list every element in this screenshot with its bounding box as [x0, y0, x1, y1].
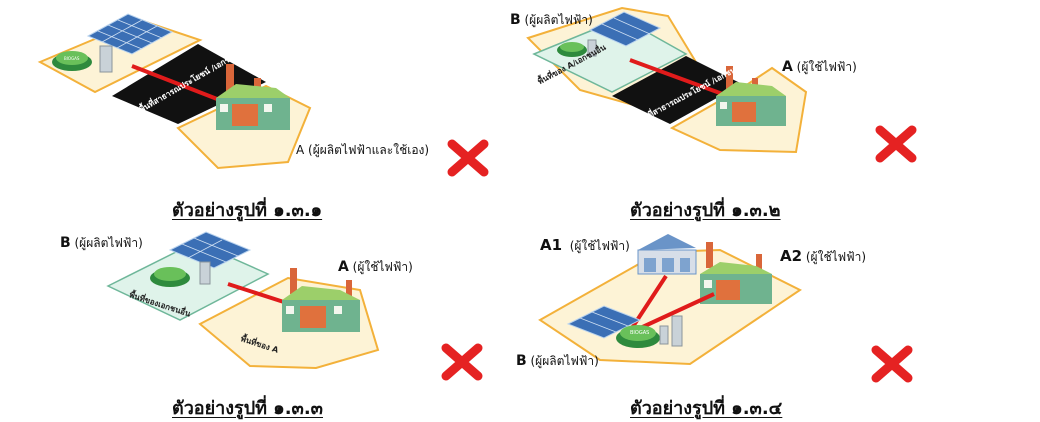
biogas-tank-label: BIOGAS: [64, 56, 80, 61]
cross-icon: [871, 345, 913, 383]
diagram-panel-4: BIOGAS A1 (ผู้ใช้ไฟฟ้า) A2 (ผู้ใช้ไฟฟ้า)…: [516, 220, 1040, 419]
diagram-3-illustration: [106, 231, 380, 370]
label-a1: A1 (ผู้ใช้ไฟฟ้า): [540, 236, 630, 254]
power-line-a2: [635, 292, 715, 332]
public-zone-black: [612, 56, 742, 124]
label-a: A (ผู้ผลิตไฟฟ้าและใช้เอง): [296, 143, 430, 157]
diagram-panel-1: BIOGAS พื้นที่สาธารณประโยชน์ /เอกชนอื่น …: [0, 0, 520, 221]
label-b: B (ผู้ผลิตไฟฟ้า): [60, 235, 143, 251]
factory-icon: [700, 242, 772, 304]
diagram-4-illustration: BIOGAS: [538, 234, 802, 366]
diagram-1-illustration: BIOGAS: [37, 13, 312, 170]
solar-panel-icon: [168, 231, 252, 269]
cross-icon: [875, 125, 917, 163]
label-a2: A2 (ผู้ใช้ไฟฟ้า): [780, 247, 867, 265]
biogas-tank-icon: [557, 39, 597, 57]
label-a: A (ผู้ใช้ไฟฟ้า): [782, 59, 857, 75]
diagram-panel-3: B (ผู้ผลิตไฟฟ้า) พื้นที่ของเอกชนอื่น พื้…: [0, 220, 520, 419]
cross-icon: [441, 343, 483, 381]
power-line: [131, 64, 231, 106]
caption-2: ตัวอย่างรูปที่ ๑.๓.๒: [630, 200, 781, 221]
power-line: [629, 58, 729, 98]
label-a: A (ผู้ใช้ไฟฟ้า): [338, 259, 413, 275]
cross-icon: [447, 139, 489, 177]
diagram-2-illustration: [526, 6, 808, 154]
biogas-tank-icon: BIOGAS: [52, 45, 113, 73]
biogas-tank-icon: BIOGAS: [616, 315, 683, 348]
power-line: [227, 282, 291, 306]
factory-icon: [716, 66, 786, 126]
factory-icon: [216, 64, 290, 130]
caption-3: ตัวอย่างรูปที่ ๑.๓.๓: [172, 398, 323, 419]
biogas-tank-icon: [150, 261, 211, 287]
factory-icon: [282, 268, 360, 332]
caption-1: ตัวอย่างรูปที่ ๑.๓.๑: [172, 200, 323, 221]
solar-panel-icon: [86, 13, 174, 55]
warehouse-icon: [637, 234, 697, 275]
solar-panel-icon: [566, 305, 642, 339]
solar-panel-icon: [588, 11, 662, 47]
caption-4: ตัวอย่างรูปที่ ๑.๓.๔: [630, 398, 783, 419]
label-b: B (ผู้ผลิตไฟฟ้า): [516, 353, 599, 369]
label-b: B (ผู้ผลิตไฟฟ้า): [510, 12, 593, 28]
biogas-tank-label: BIOGAS: [630, 330, 649, 336]
diagram-panel-2: B (ผู้ผลิตไฟฟ้า) พื้นที่ของ A/เอกชนอื่น …: [510, 0, 1040, 221]
